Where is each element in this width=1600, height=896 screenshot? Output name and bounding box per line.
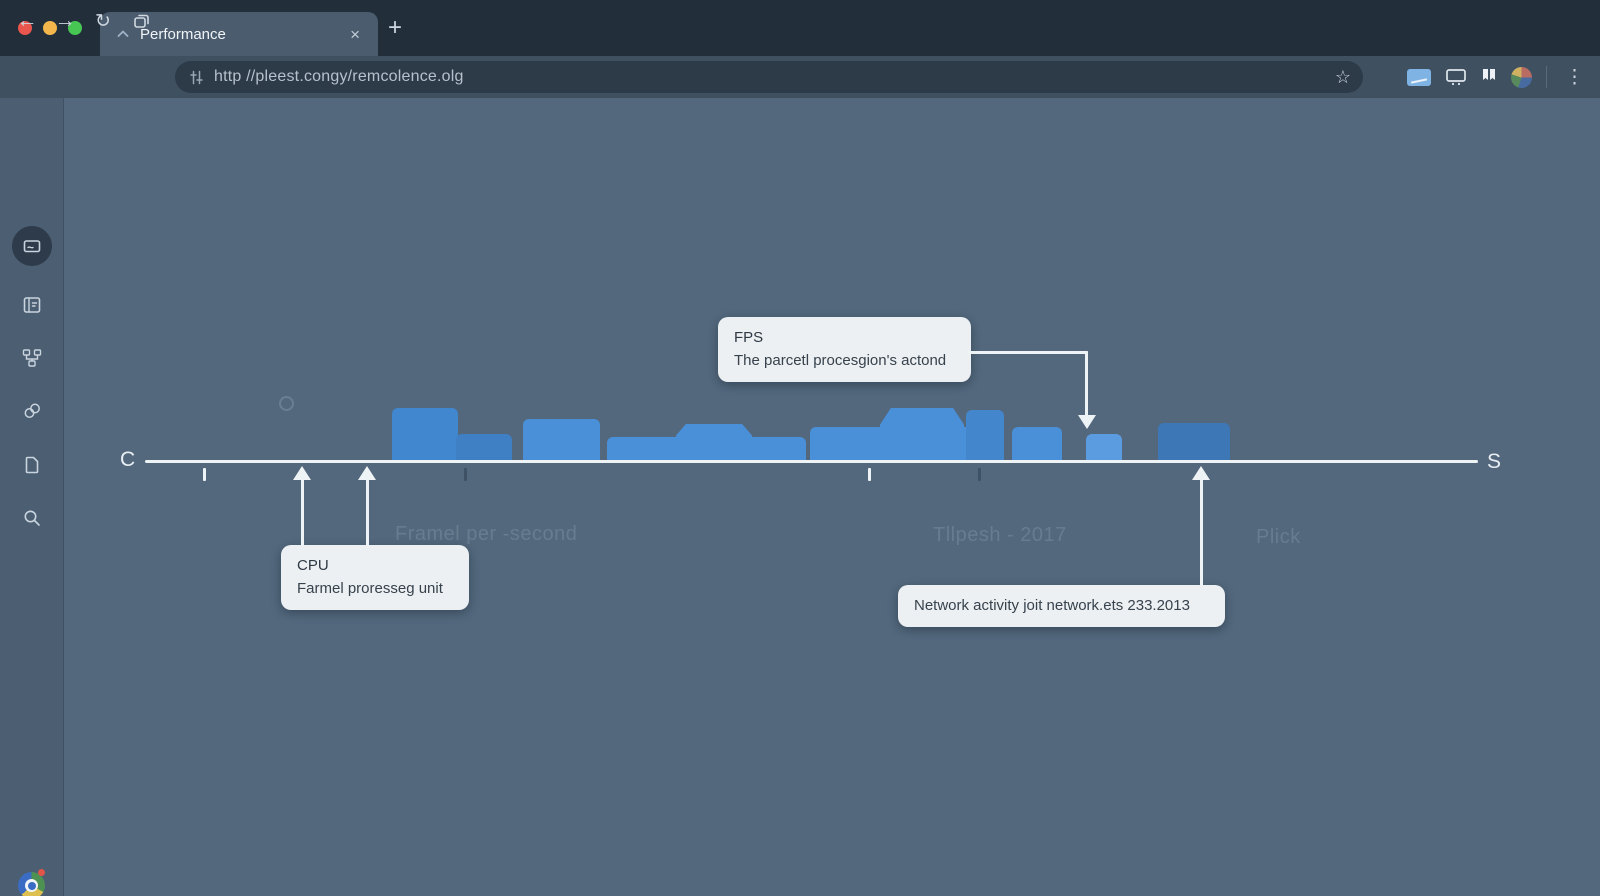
notification-dot <box>38 869 45 876</box>
network-arrow-up-icon <box>1192 466 1210 480</box>
sidebar-item-dashboard[interactable] <box>12 285 52 325</box>
tab-overview-icon[interactable] <box>124 0 158 42</box>
search-icon <box>24 510 40 526</box>
sidebar-item-screen-panel[interactable] <box>11 226 52 266</box>
faint-circle-mark <box>279 396 294 411</box>
browser-menu-icon[interactable]: ⋮ <box>1565 66 1584 88</box>
sidebar-item-links[interactable] <box>12 391 52 431</box>
profile-avatar[interactable] <box>1511 66 1532 88</box>
screen-panel-icon <box>23 240 40 253</box>
document-icon <box>25 456 38 474</box>
url-bar[interactable]: http //pleest.congy/remcolence.olg ☆ <box>175 61 1363 93</box>
timeline-bar[interactable] <box>1086 434 1122 460</box>
timeline-bar[interactable] <box>676 424 752 460</box>
site-settings-icon[interactable] <box>189 70 204 85</box>
timeline-bar[interactable] <box>880 408 964 460</box>
cast-monitor-icon[interactable] <box>1445 68 1467 86</box>
timeline-bar[interactable] <box>1158 423 1230 460</box>
reload-icon[interactable]: ↻ <box>95 10 111 32</box>
faded-label-tllpesh: Tllpesh - 2017 <box>933 524 1067 546</box>
flow-schema-icon <box>22 349 41 367</box>
fps-tooltip-title: FPS <box>734 329 764 346</box>
cpu-arrow-up-icon <box>293 466 311 480</box>
fps-arrow-down-icon <box>1078 415 1096 429</box>
network-connector <box>1200 479 1203 586</box>
cpu-tooltip: CPU Farmel proresseg unit <box>281 545 469 610</box>
url-text[interactable]: http //pleest.congy/remcolence.olg <box>214 68 464 85</box>
forward-icon[interactable]: → <box>54 9 76 32</box>
dashboard-panel-icon <box>23 297 40 313</box>
chevron-up-icon <box>117 30 129 37</box>
cpu-tooltip-title: CPU <box>297 557 329 574</box>
timeline-axis <box>145 460 1478 463</box>
chart-extension-icon[interactable] <box>1407 68 1431 86</box>
window-zoom-button[interactable] <box>68 21 82 35</box>
fps-connector-vertical <box>1085 351 1088 416</box>
faded-label-plick: Plick <box>1256 526 1301 548</box>
timeline-tick <box>978 468 981 481</box>
window-minimize-button[interactable] <box>43 21 57 35</box>
timeline-bar[interactable] <box>523 419 600 460</box>
fps-tooltip-body: The parcetl procesgion's actond <box>734 352 947 369</box>
back-icon[interactable]: ← <box>16 9 38 32</box>
sidebar-item-document[interactable] <box>12 445 52 485</box>
tab-strip: Performance × + <box>0 0 1600 56</box>
sidebar <box>0 98 64 896</box>
axis-right-label: S <box>1487 450 1502 473</box>
bookmark-star-icon[interactable]: ☆ <box>1334 66 1351 87</box>
timeline-tick <box>464 468 467 481</box>
cpu-connector-right <box>366 479 369 546</box>
toolbar-divider <box>1546 66 1547 88</box>
cpu-tooltip-body: Farmel proresseg unit <box>297 580 443 597</box>
network-tooltip: Network activity joit network.ets 233.20… <box>898 585 1225 627</box>
sidebar-item-search[interactable] <box>12 498 52 538</box>
timeline-bar[interactable] <box>966 410 1004 460</box>
fps-connector-horizontal <box>968 351 1088 354</box>
network-tooltip-text: Network activity joit network.ets 233.20… <box>914 597 1190 614</box>
tab-title: Performance <box>140 25 226 43</box>
window-close-button[interactable] <box>18 21 32 35</box>
browser-logo-avatar[interactable] <box>18 872 45 896</box>
timeline-bar[interactable] <box>1012 427 1062 460</box>
bookmark-extension-icon[interactable] <box>1481 68 1497 86</box>
extensions-row: ⋮ <box>1407 56 1588 98</box>
faded-label-frames: Framel per -second <box>395 523 578 545</box>
timeline-tick <box>868 468 871 481</box>
timeline-bar[interactable] <box>456 434 512 460</box>
cpu-arrow-up-icon <box>358 466 376 480</box>
timeline-tick <box>203 468 206 481</box>
new-tab-button[interactable]: + <box>388 14 403 41</box>
linked-circles-icon <box>24 403 40 418</box>
tab-performance[interactable]: Performance × <box>100 12 378 56</box>
fps-tooltip: FPS The parcetl procesgion's actond <box>718 317 971 382</box>
tab-close-icon[interactable]: × <box>350 24 360 44</box>
axis-left-label: C <box>120 448 136 471</box>
sidebar-item-flow-schema[interactable] <box>12 338 52 378</box>
cpu-connector-left <box>301 479 304 546</box>
timeline-bar[interactable] <box>392 408 458 460</box>
